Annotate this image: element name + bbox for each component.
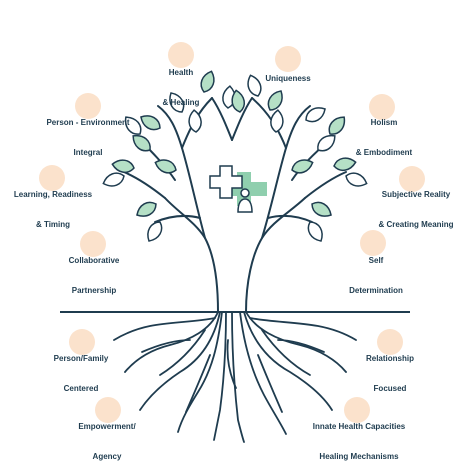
- label-line: Agency: [92, 452, 122, 461]
- accent-circle: [168, 42, 194, 68]
- label-line: Focused: [373, 384, 407, 393]
- leaf-icon: [140, 115, 161, 131]
- label-learning-readiness: Learning, Readiness & Timing: [4, 170, 102, 250]
- label-innate-health: Innate Health Capacities Healing Mechani…: [300, 402, 418, 474]
- leaf-icon: [270, 109, 284, 133]
- leaf-icon: [200, 70, 215, 93]
- leaf-icon: [147, 221, 163, 242]
- label-uniqueness: Uniqueness: [254, 54, 322, 104]
- label-holism: Holism & Embodiment: [346, 98, 422, 178]
- leaf-icon: [169, 92, 185, 113]
- label-line: Empowerment/: [78, 422, 136, 431]
- medical-cross-icon: [209, 165, 267, 213]
- label-person-environment: Person - Environment Integral: [34, 98, 142, 178]
- accent-circle: [95, 397, 121, 423]
- label-line: & Timing: [35, 220, 71, 229]
- branch: [267, 214, 313, 223]
- accent-circle: [80, 231, 106, 257]
- label-line: Determination: [349, 286, 403, 295]
- leaf-icon: [188, 109, 202, 133]
- tree-icon: [123, 97, 347, 313]
- accent-circle: [39, 165, 65, 191]
- label-person-family: Person/Family Centered: [42, 334, 120, 414]
- branch: [123, 171, 166, 199]
- roots-icon: [113, 311, 357, 443]
- leaf-icon: [267, 90, 283, 111]
- label-line: Integral: [73, 148, 103, 157]
- label-line: Relationship: [365, 354, 414, 363]
- leaf-icon: [333, 157, 357, 172]
- label-line: Uniqueness: [265, 74, 311, 83]
- accent-circles: [39, 42, 425, 423]
- label-line: Person - Environment: [46, 118, 130, 127]
- label-relationship-focused: Relationship Focused: [352, 334, 428, 414]
- label-line: & Healing: [162, 98, 200, 107]
- accent-circle: [344, 397, 370, 423]
- person-icon: [237, 188, 253, 213]
- label-line: Holism: [370, 118, 398, 127]
- leaf-icon: [247, 74, 262, 97]
- label-self-determination: Self Determination: [338, 236, 414, 316]
- label-line: Partnership: [71, 286, 117, 295]
- leaf-icon: [231, 89, 246, 113]
- leaf-icon: [154, 159, 177, 174]
- trunk-right: [245, 197, 306, 313]
- label-line: & Creating Meaning: [378, 220, 454, 229]
- cross-outline: [209, 165, 243, 199]
- leaf-icon: [102, 172, 125, 187]
- accent-circle: [75, 93, 101, 119]
- label-line: Learning, Readiness: [13, 190, 93, 199]
- leaf-icon: [307, 221, 323, 242]
- label-subjective-reality: Subjective Reality & Creating Meaning: [366, 170, 466, 250]
- accent-circle: [377, 329, 403, 355]
- accent-circle: [360, 230, 386, 256]
- branch: [154, 214, 201, 223]
- accent-circle: [275, 46, 301, 72]
- accent-circle: [69, 329, 95, 355]
- leaf-icon: [291, 159, 314, 174]
- branch: [231, 97, 253, 141]
- accent-circle: [369, 94, 395, 120]
- leaf-icon: [345, 172, 368, 187]
- leaf-icon: [328, 116, 346, 135]
- label-line: Person/Family: [53, 354, 109, 363]
- label-line: Healing Mechanisms: [319, 452, 399, 461]
- label-line: Innate Health Capacities: [312, 422, 406, 431]
- leaf-icon: [111, 159, 135, 174]
- branch: [211, 97, 233, 141]
- label-line: Centered: [63, 384, 99, 393]
- label-line: Health: [168, 68, 194, 77]
- label-line: Self: [368, 256, 384, 265]
- leaf-icon: [311, 201, 332, 217]
- label-collaborative-partnership: Collaborative Partnership: [56, 236, 132, 316]
- trunk-left: [164, 197, 219, 313]
- label-line: Collaborative: [68, 256, 120, 265]
- leaf-icon: [136, 201, 157, 217]
- leaf-icon: [317, 134, 336, 152]
- accent-circle: [399, 166, 425, 192]
- label-empowerment-agency: Empowerment/ Agency: [66, 402, 148, 474]
- leaf-icon: [132, 134, 151, 152]
- leaf-icon: [305, 107, 326, 123]
- leaves: [102, 70, 368, 242]
- label-line: Subjective Reality: [381, 190, 451, 199]
- label-health-healing: Health & Healing: [150, 48, 212, 128]
- leaf-icon: [124, 116, 142, 135]
- label-line: & Embodiment: [355, 148, 413, 157]
- branch: [304, 171, 347, 199]
